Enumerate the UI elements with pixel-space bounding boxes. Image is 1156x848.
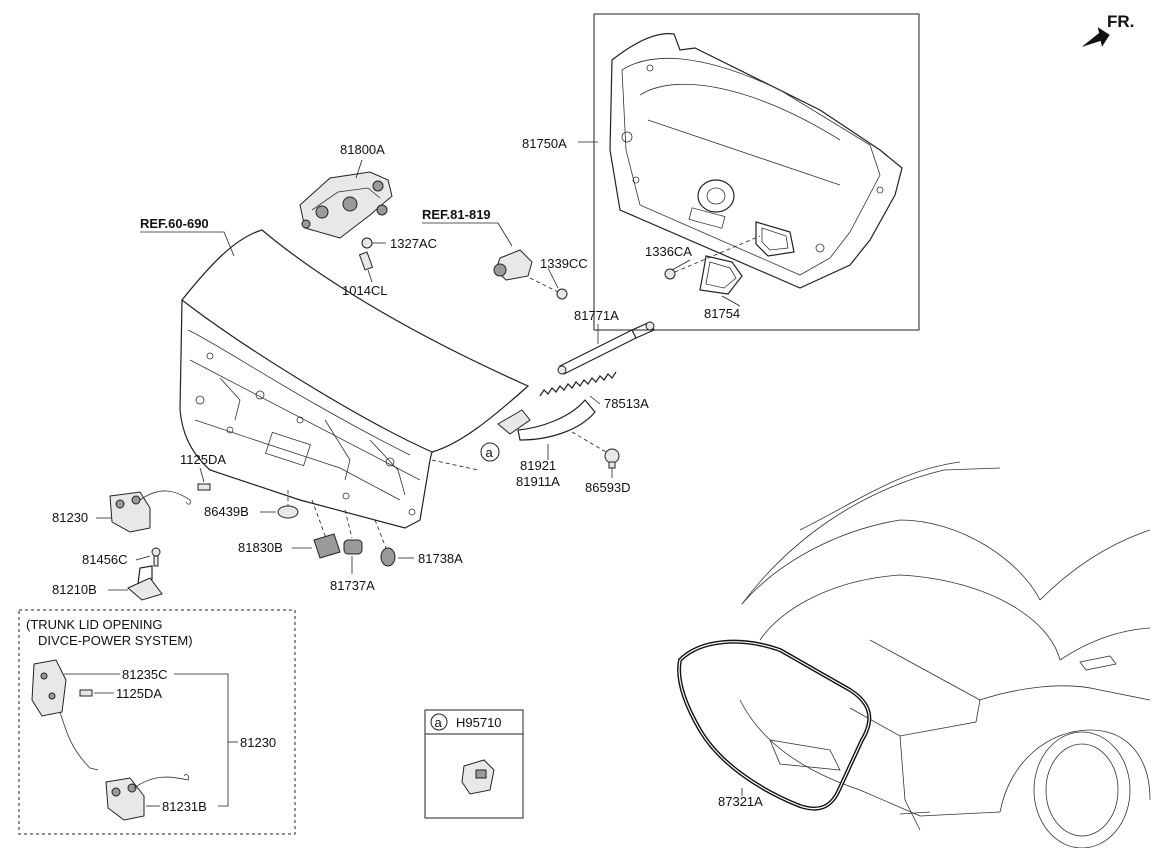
trunk-lock-cylinder xyxy=(493,249,533,281)
screw-81456C xyxy=(151,547,161,567)
part-label-81754: 81754 xyxy=(704,306,740,321)
nut-1339CC xyxy=(556,288,568,300)
front-direction-label: FR. xyxy=(1107,12,1134,31)
part-label-81210B: 81210B xyxy=(52,582,97,597)
power-system-inset-frame xyxy=(18,609,296,835)
part-label-1339CC: 1339CC xyxy=(540,256,588,271)
part-label-1336CA: 1336CA xyxy=(645,244,692,259)
part-label-1125DA-power: 1125DA xyxy=(116,686,162,701)
part-label-81921: 81921 xyxy=(520,458,556,473)
part-label-78513A: 78513A xyxy=(604,396,649,411)
trunk-switch-81830B xyxy=(313,533,341,559)
power-system-title-line1: (TRUNK LID OPENING xyxy=(26,617,163,632)
front-direction-arrow-icon xyxy=(1081,27,1110,47)
part-label-86439B: 86439B xyxy=(204,504,249,519)
reference-label-81-819: REF.81-819 xyxy=(422,207,491,222)
part-label-81750A: 81750A xyxy=(522,136,567,151)
striker-81210B xyxy=(127,565,163,601)
part-label-81800A: 81800A xyxy=(340,142,385,157)
weatherstrip-87321A xyxy=(677,639,872,811)
part-label-81830B: 81830B xyxy=(238,540,283,555)
torsion-spring-78513A xyxy=(539,371,617,397)
trunk-hinge-81800A xyxy=(299,171,393,239)
trim-panel-inset-frame xyxy=(593,13,920,331)
bolt-1125DA xyxy=(197,483,211,491)
legend-part-label: H95710 xyxy=(456,715,502,730)
svg-text:a: a xyxy=(435,715,443,730)
power-system-title-line2: DIVCE-POWER SYSTEM) xyxy=(38,633,193,648)
trim-cover-81754 xyxy=(699,255,743,295)
part-label-81235C: 81235C xyxy=(122,667,168,682)
gas-lifter-81771A xyxy=(557,321,655,375)
part-label-81771A: 81771A xyxy=(574,308,619,323)
nut-1327AC xyxy=(361,237,373,249)
callout-marker-a: a xyxy=(480,442,500,462)
bumper-86593D xyxy=(604,448,620,469)
part-label-1125DA: 1125DA xyxy=(180,452,226,467)
part-label-81230: 81230 xyxy=(52,510,88,525)
bumper-86439B xyxy=(277,505,299,519)
part-label-87321A: 87321A xyxy=(718,794,763,809)
trunk-lid-trim-panel xyxy=(609,33,903,289)
reference-label-60-690: REF.60-690 xyxy=(140,216,209,231)
vehicle-rear-illustration xyxy=(739,461,1151,848)
part-label-81231B: 81231B xyxy=(162,799,207,814)
part-label-86593D: 86593D xyxy=(585,480,631,495)
part-label-81911A: 81911A xyxy=(516,474,560,489)
power-latch-actuator-81235C xyxy=(31,659,99,771)
part-label-1014CL: 1014CL xyxy=(342,283,388,298)
svg-text:a: a xyxy=(486,445,494,460)
sensor-h95710 xyxy=(461,759,495,795)
part-label-81230-power: 81230 xyxy=(240,735,276,750)
trunk-lid-panel xyxy=(179,229,530,529)
legend-box-frame xyxy=(424,709,524,819)
part-label-1327AC: 1327AC xyxy=(390,236,437,251)
part-label-81738A: 81738A xyxy=(418,551,463,566)
legend-marker-a: a xyxy=(430,713,448,731)
bolt-1125DA-power xyxy=(79,689,93,697)
part-label-81456C: 81456C xyxy=(82,552,128,567)
power-latch-81231B xyxy=(105,773,189,821)
hinge-bracket-81921 xyxy=(497,399,596,441)
part-label-81737A: 81737A xyxy=(330,578,375,593)
grommet-81738A xyxy=(380,547,396,567)
grommet-81737A xyxy=(343,539,363,555)
clip-1336CA xyxy=(664,268,676,280)
trunk-latch-81230 xyxy=(109,490,191,533)
bolt-1014CL xyxy=(358,251,374,271)
